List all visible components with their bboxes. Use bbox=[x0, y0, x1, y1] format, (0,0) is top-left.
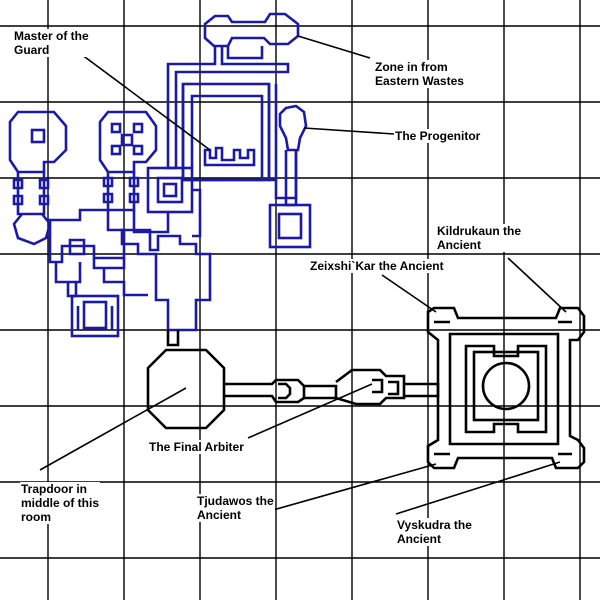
label-zeixshi-kar: Zeixshi`Kar the Ancient bbox=[309, 259, 445, 273]
label-zone-in: Zone in from Eastern Wastes bbox=[374, 60, 465, 88]
label-final-arbiter: The Final Arbiter bbox=[148, 440, 245, 454]
label-kildrukaun: Kildrukaun the Ancient bbox=[436, 224, 523, 252]
label-trapdoor: Trapdoor in middle of this room bbox=[20, 482, 100, 524]
label-pointers bbox=[39, 35, 567, 515]
label-master-of-the-guard: Master of the Guard bbox=[13, 29, 90, 57]
label-vyskudra: Vyskudra the Ancient bbox=[396, 518, 473, 546]
label-tjudawos: Tjudawos the Ancient bbox=[196, 494, 275, 522]
label-the-progenitor: The Progenitor bbox=[394, 129, 482, 143]
lower-map-section bbox=[146, 306, 586, 470]
upper-map-section bbox=[8, 12, 312, 338]
